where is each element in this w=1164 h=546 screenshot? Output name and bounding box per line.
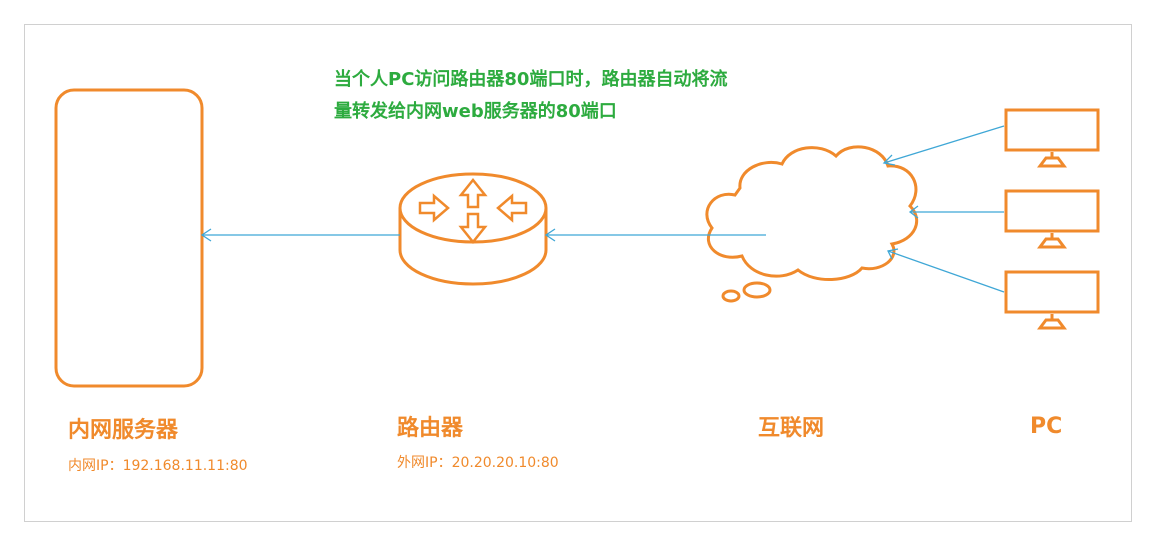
arrow-cloud-to-router — [544, 228, 766, 242]
internet-title: 互联网 — [758, 416, 825, 441]
router-ip: 外网IP：20.20.20.10:80 — [397, 455, 559, 471]
arrow-router-to-server — [200, 228, 400, 242]
pc-icon-1 — [1004, 108, 1100, 168]
note-line-1: 当个人PC访问路由器80端口时，路由器自动将流 — [334, 69, 728, 90]
arrow-pc1-to-cloud — [882, 125, 1005, 166]
server-ip: 内网IP：192.168.11.11:80 — [68, 458, 248, 474]
server-title: 内网服务器 — [68, 418, 179, 443]
router-title: 路由器 — [397, 416, 464, 441]
arrow-pc2-to-cloud — [908, 205, 1004, 219]
internet-cloud-icon — [705, 145, 919, 303]
server-box — [54, 88, 204, 388]
diagram-frame — [24, 24, 1132, 522]
pc-title: PC — [1030, 414, 1063, 439]
pc-icon-2 — [1004, 189, 1100, 249]
note-line-2: 量转发给内网web服务器的80端口 — [334, 101, 617, 122]
router-icon — [398, 172, 548, 286]
arrow-pc3-to-cloud — [887, 248, 1005, 293]
pc-icon-3 — [1004, 270, 1100, 330]
